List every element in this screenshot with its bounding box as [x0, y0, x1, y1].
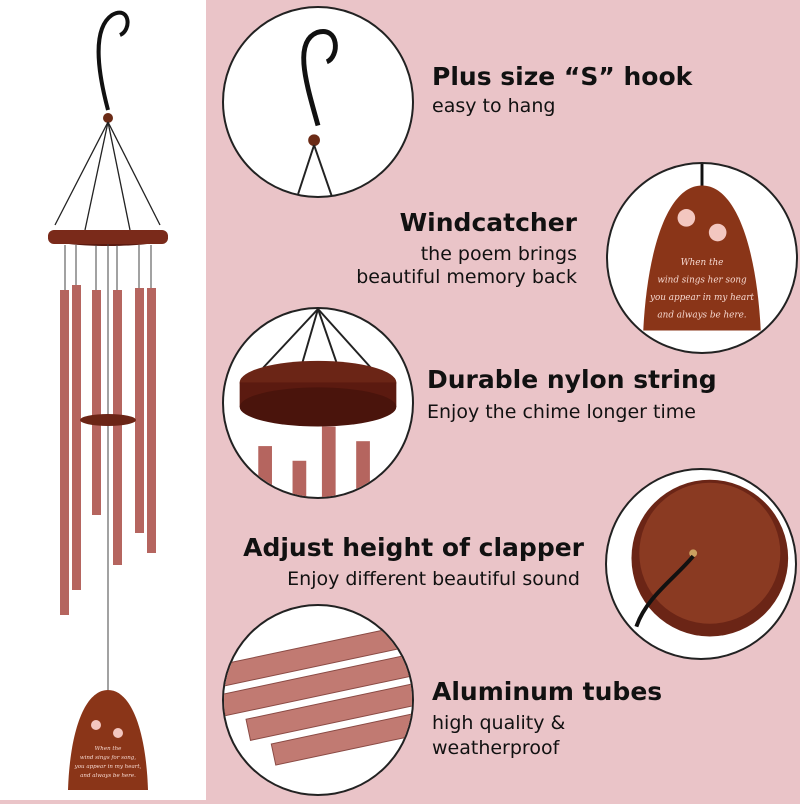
poem-line: When the: [95, 746, 122, 752]
poem-line: wind sings her song: [657, 275, 747, 285]
poem-line: and always be here.: [657, 311, 746, 321]
poem-line: you appear in my heart,: [74, 764, 142, 770]
feature-subtitle: Enjoy different beautiful sound: [287, 568, 580, 590]
wind-chime-illustration: When the wind sings for song, you appear…: [48, 10, 168, 790]
hook-detail-image: [222, 6, 414, 198]
feature-title: Plus size “S” hook: [432, 62, 693, 91]
poem-line: you appear in my heart: [649, 293, 754, 303]
feature-subtitle: high quality &: [432, 712, 566, 734]
feature-title: Aluminum tubes: [432, 677, 663, 706]
feature-subtitle: the poem brings: [420, 243, 577, 265]
poem-line: and always be here.: [80, 773, 136, 779]
feature-subtitle: Enjoy the chime longer time: [427, 401, 696, 423]
feature-subtitle: weatherproof: [432, 737, 560, 759]
feature-title: Durable nylon string: [427, 365, 717, 394]
windcatcher-detail-image: When the wind sings her song you appear …: [606, 162, 798, 354]
aluminum-tubes-detail-image: [222, 604, 414, 796]
poem-line: wind sings for song,: [80, 755, 136, 761]
feature-title: Adjust height of clapper: [243, 533, 584, 562]
feature-subtitle: beautiful memory back: [356, 266, 577, 288]
product-photo: When the wind sings for song, you appear…: [0, 0, 206, 800]
feature-title: Windcatcher: [399, 208, 577, 237]
clapper-detail-image: [605, 468, 797, 660]
poem-line: When the: [681, 258, 724, 268]
nylon-string-detail-image: [222, 307, 414, 499]
feature-subtitle: easy to hang: [432, 95, 556, 117]
